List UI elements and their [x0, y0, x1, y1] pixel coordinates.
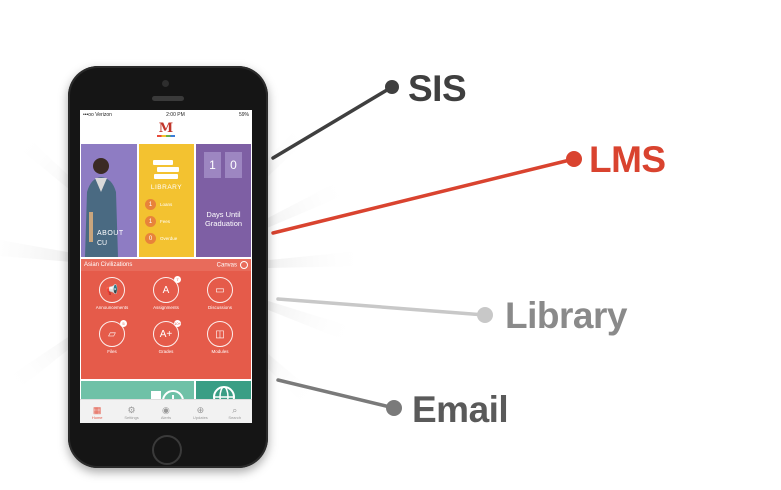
- overdue-label: Overdue: [160, 236, 178, 241]
- tab-label: Updates: [192, 414, 208, 420]
- status-bar: •••oo Verizon 2:00 PM 59%: [80, 110, 252, 119]
- grades-icon: A+10+: [153, 320, 181, 347]
- canvas-course-tile[interactable]: Asian Civilizations Canvas 📢 Announcement…: [81, 259, 251, 379]
- countdown-digit: 1: [204, 152, 221, 178]
- countdown-digit: 0: [225, 152, 242, 178]
- canvas-item-label: Discussions: [207, 305, 232, 310]
- graduation-label: Days Until Graduation: [196, 210, 251, 228]
- tab-label: Settings: [124, 414, 139, 420]
- canvas-item-label: Announcements: [95, 305, 129, 310]
- library-row-fees: 1 Fees: [145, 216, 170, 227]
- fees-count: 1: [145, 216, 156, 227]
- badge-count: 7: [174, 276, 181, 283]
- canvas-item-label: Files: [107, 349, 117, 354]
- label-lms: LMS: [589, 139, 666, 180]
- alert-icon: ◉: [162, 404, 170, 415]
- canvas-header: Asian Civilizations Canvas: [81, 259, 251, 271]
- home-grid-icon: ▦: [92, 404, 102, 415]
- folder-icon: ▱5: [99, 320, 127, 347]
- app-logo-letter: M: [158, 121, 174, 136]
- library-title: LIBRARY: [150, 184, 183, 191]
- canvas-item-label: Modules: [211, 349, 229, 354]
- canvas-logo-icon: [240, 261, 248, 269]
- modules-icon: ◫: [207, 321, 233, 347]
- canvas-item-label: Grades: [158, 349, 174, 354]
- label-library: Library: [505, 295, 627, 336]
- tab-home[interactable]: ▦Home: [82, 405, 112, 420]
- library-row-overdue: 0 Overdue: [145, 233, 177, 244]
- time-text: 2:00 PM: [166, 111, 185, 118]
- phone-screen: •••oo Verizon 2:00 PM 59% M ABOUT CU LIB…: [80, 110, 252, 423]
- course-name: Asian Civilizations: [84, 262, 133, 268]
- tab-label: Search: [228, 414, 242, 420]
- badge-count: 5: [120, 320, 127, 327]
- student-photo: [85, 158, 118, 257]
- books-icon: [153, 160, 179, 179]
- about-tile[interactable]: ABOUT CU: [81, 144, 137, 257]
- library-tile[interactable]: LIBRARY 1 Loans 1 Fees 0 Overdue: [139, 144, 194, 257]
- canvas-item-grades[interactable]: A+10+ Grades: [139, 320, 193, 354]
- battery-text: 59%: [238, 111, 249, 118]
- front-camera: [162, 80, 169, 87]
- canvas-item-label: Assignments: [153, 305, 179, 310]
- home-button[interactable]: [152, 435, 182, 465]
- fees-label: Fees: [160, 219, 171, 224]
- earpiece-speaker: [152, 96, 184, 101]
- overdue-count: 0: [145, 233, 156, 244]
- canvas-brand-text: Canvas: [216, 262, 237, 269]
- graduation-label-line1: Days Until: [206, 210, 241, 219]
- canvas-item-announcements[interactable]: 📢 Announcements: [85, 277, 139, 310]
- label-email: Email: [412, 389, 509, 430]
- tab-updates[interactable]: ⊕Updates: [185, 405, 215, 420]
- tab-bar: ▦Home ⚙Settings ◉Alerts ⊕Updates ⌕Search: [80, 399, 252, 423]
- download-icon: ⊕: [196, 404, 205, 415]
- about-label: ABOUT: [97, 230, 124, 237]
- megaphone-icon: 📢: [99, 277, 125, 303]
- search-icon: ⌕: [232, 404, 238, 415]
- tab-settings[interactable]: ⚙Settings: [117, 405, 147, 420]
- canvas-item-discussions[interactable]: ▭ Discussions: [193, 277, 247, 310]
- graduation-label-line2: Graduation: [204, 219, 243, 228]
- about-sub-label: CU: [97, 240, 108, 247]
- tab-search[interactable]: ⌕Search: [220, 405, 250, 420]
- carrier-text: •••oo Verizon: [83, 111, 112, 118]
- badge-count: 10+: [174, 320, 181, 327]
- gear-icon: ⚙: [127, 404, 136, 415]
- tab-label: Alerts: [160, 414, 172, 420]
- loans-count: 1: [145, 199, 156, 210]
- loans-label: Loans: [160, 202, 173, 207]
- library-row-loans: 1 Loans: [145, 199, 172, 210]
- graduation-countdown-tile[interactable]: 1 0 Days Until Graduation: [196, 144, 251, 257]
- canvas-item-modules[interactable]: ◫ Modules: [193, 321, 247, 354]
- canvas-brand: Canvas: [217, 261, 248, 269]
- app-logo: M: [156, 122, 176, 138]
- discussion-icon: ▭: [207, 277, 233, 303]
- tab-alerts[interactable]: ◉Alerts: [151, 405, 181, 420]
- logo-color-bar: [157, 135, 175, 137]
- tab-label: Home: [91, 414, 103, 420]
- label-sis: SIS: [408, 68, 467, 109]
